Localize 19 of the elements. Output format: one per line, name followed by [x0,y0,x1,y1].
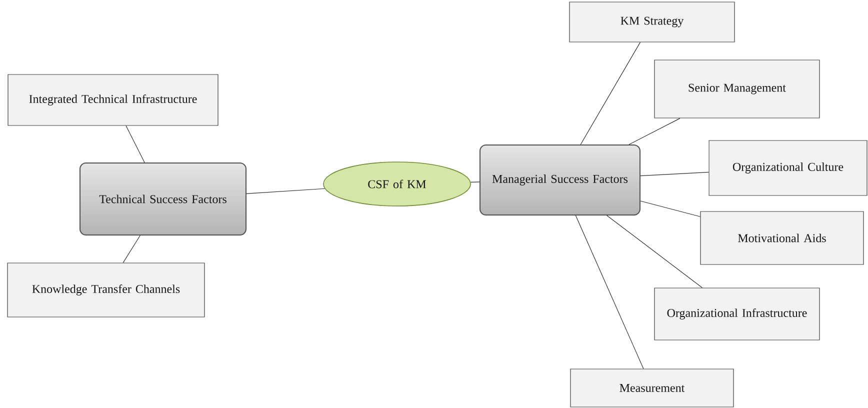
connector-line [122,235,140,263]
connector-line [580,42,640,145]
factor-box: Motivational Aids [700,211,864,265]
factor-box: Organizational Infrastructure [654,288,820,340]
factor-box: Knowledge Transfer Channels [7,262,205,318]
factor-box: KM Strategy [569,2,735,42]
connector-line [126,126,145,163]
connector-line [640,200,700,217]
connector-line [606,215,703,288]
factor-box: Technical Success Factors [80,162,246,236]
factor-box: Integrated Technical Infrastructure [8,74,218,126]
connector-line [640,172,709,176]
connector-line [575,215,644,369]
connector-line [246,188,325,194]
factor-box: Managerial Success Factors [480,144,640,216]
factor-box: Measurement [570,368,734,408]
connector-line [628,118,680,145]
factor-box: Senior Management [654,60,820,118]
factor-box: Organizational Culture [708,140,868,196]
